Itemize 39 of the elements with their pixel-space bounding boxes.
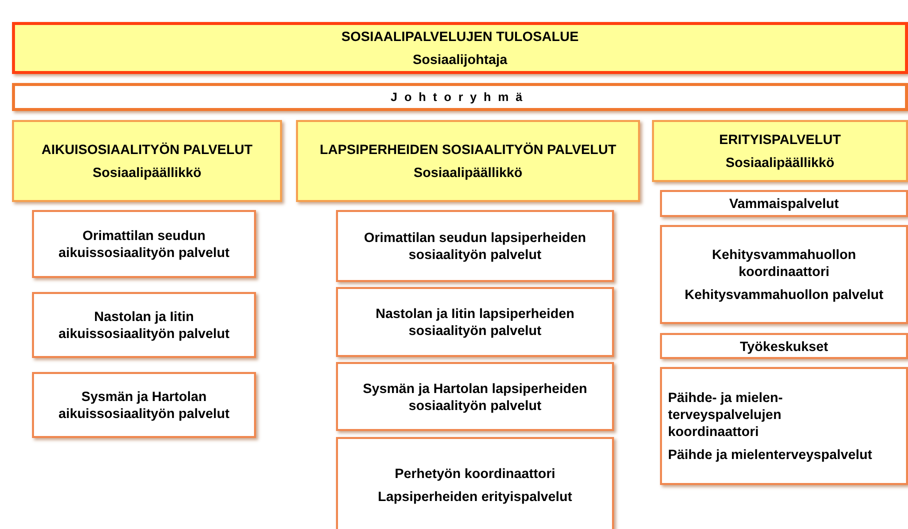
unit-name: Päihde ja mielenterveyspalvelut bbox=[668, 446, 874, 463]
role-title: Sosiaalipäällikkö bbox=[726, 154, 834, 171]
unit-name: Nastolan ja Iitin lapsiperheiden sosiaalityön palvelut bbox=[374, 305, 576, 339]
unit-name: Orimattilan seudun aikuissosiaalityön palvelut bbox=[57, 227, 231, 261]
unit-name: Työkeskukset bbox=[740, 338, 828, 354]
unit-name: Nastolan ja Iitin aikuissosiaalityön palvelut bbox=[57, 308, 231, 342]
unit-name: Vammaispalvelut bbox=[729, 195, 839, 212]
unit-box bbox=[336, 210, 614, 282]
unit-box bbox=[336, 362, 614, 431]
group-band bbox=[12, 83, 908, 111]
role-title: Päihde- ja mielen- terveyspalvelujen koordinaattori bbox=[668, 389, 784, 440]
unit-name: Orimattilan seudun lapsiperheiden sosiaalityön palvelut bbox=[362, 229, 588, 263]
unit-name: Kehitysvammahuollon palvelut bbox=[684, 286, 884, 303]
department-box bbox=[12, 120, 282, 202]
role-title: Sosiaalijohtaja bbox=[412, 51, 508, 68]
role-title: Sosiaalipäällikkö bbox=[414, 164, 522, 181]
unit-name: Lapsiperheiden erityispalvelut bbox=[378, 488, 572, 505]
role-title: Perhetyön koordinaattori bbox=[394, 465, 556, 482]
unit-name: Sysmän ja Hartolan lapsiperheiden sosiaalityön palvelut bbox=[362, 380, 588, 414]
unit-box bbox=[660, 333, 908, 359]
department-box bbox=[296, 120, 640, 202]
unit-title: ERITYISPALVELUT bbox=[719, 131, 841, 148]
unit-box bbox=[32, 292, 256, 358]
unit-box bbox=[660, 190, 908, 217]
unit-box bbox=[660, 225, 908, 324]
group-title: Johtoryhmä bbox=[390, 88, 530, 106]
unit-name: Sysmän ja Hartolan aikuissosiaalityön palvelut bbox=[57, 388, 231, 422]
title-box bbox=[12, 22, 908, 74]
role-title: Sosiaalipäällikkö bbox=[92, 164, 202, 181]
unit-box bbox=[336, 437, 614, 529]
heading: SOSIAALIPALVELUJEN TULOSALUE bbox=[341, 28, 579, 45]
unit-box bbox=[336, 287, 614, 357]
unit-box bbox=[660, 367, 908, 485]
unit-box bbox=[32, 372, 256, 438]
unit-box bbox=[32, 210, 256, 278]
unit-title: AIKUISOSIAALITYÖN PALVELUT bbox=[41, 141, 252, 158]
unit-title: LAPSIPERHEIDEN SOSIAALITYÖN PALVELUT bbox=[320, 141, 616, 158]
department-box bbox=[652, 120, 908, 182]
role-title: Kehitysvammahuollon koordinaattori bbox=[710, 246, 858, 280]
